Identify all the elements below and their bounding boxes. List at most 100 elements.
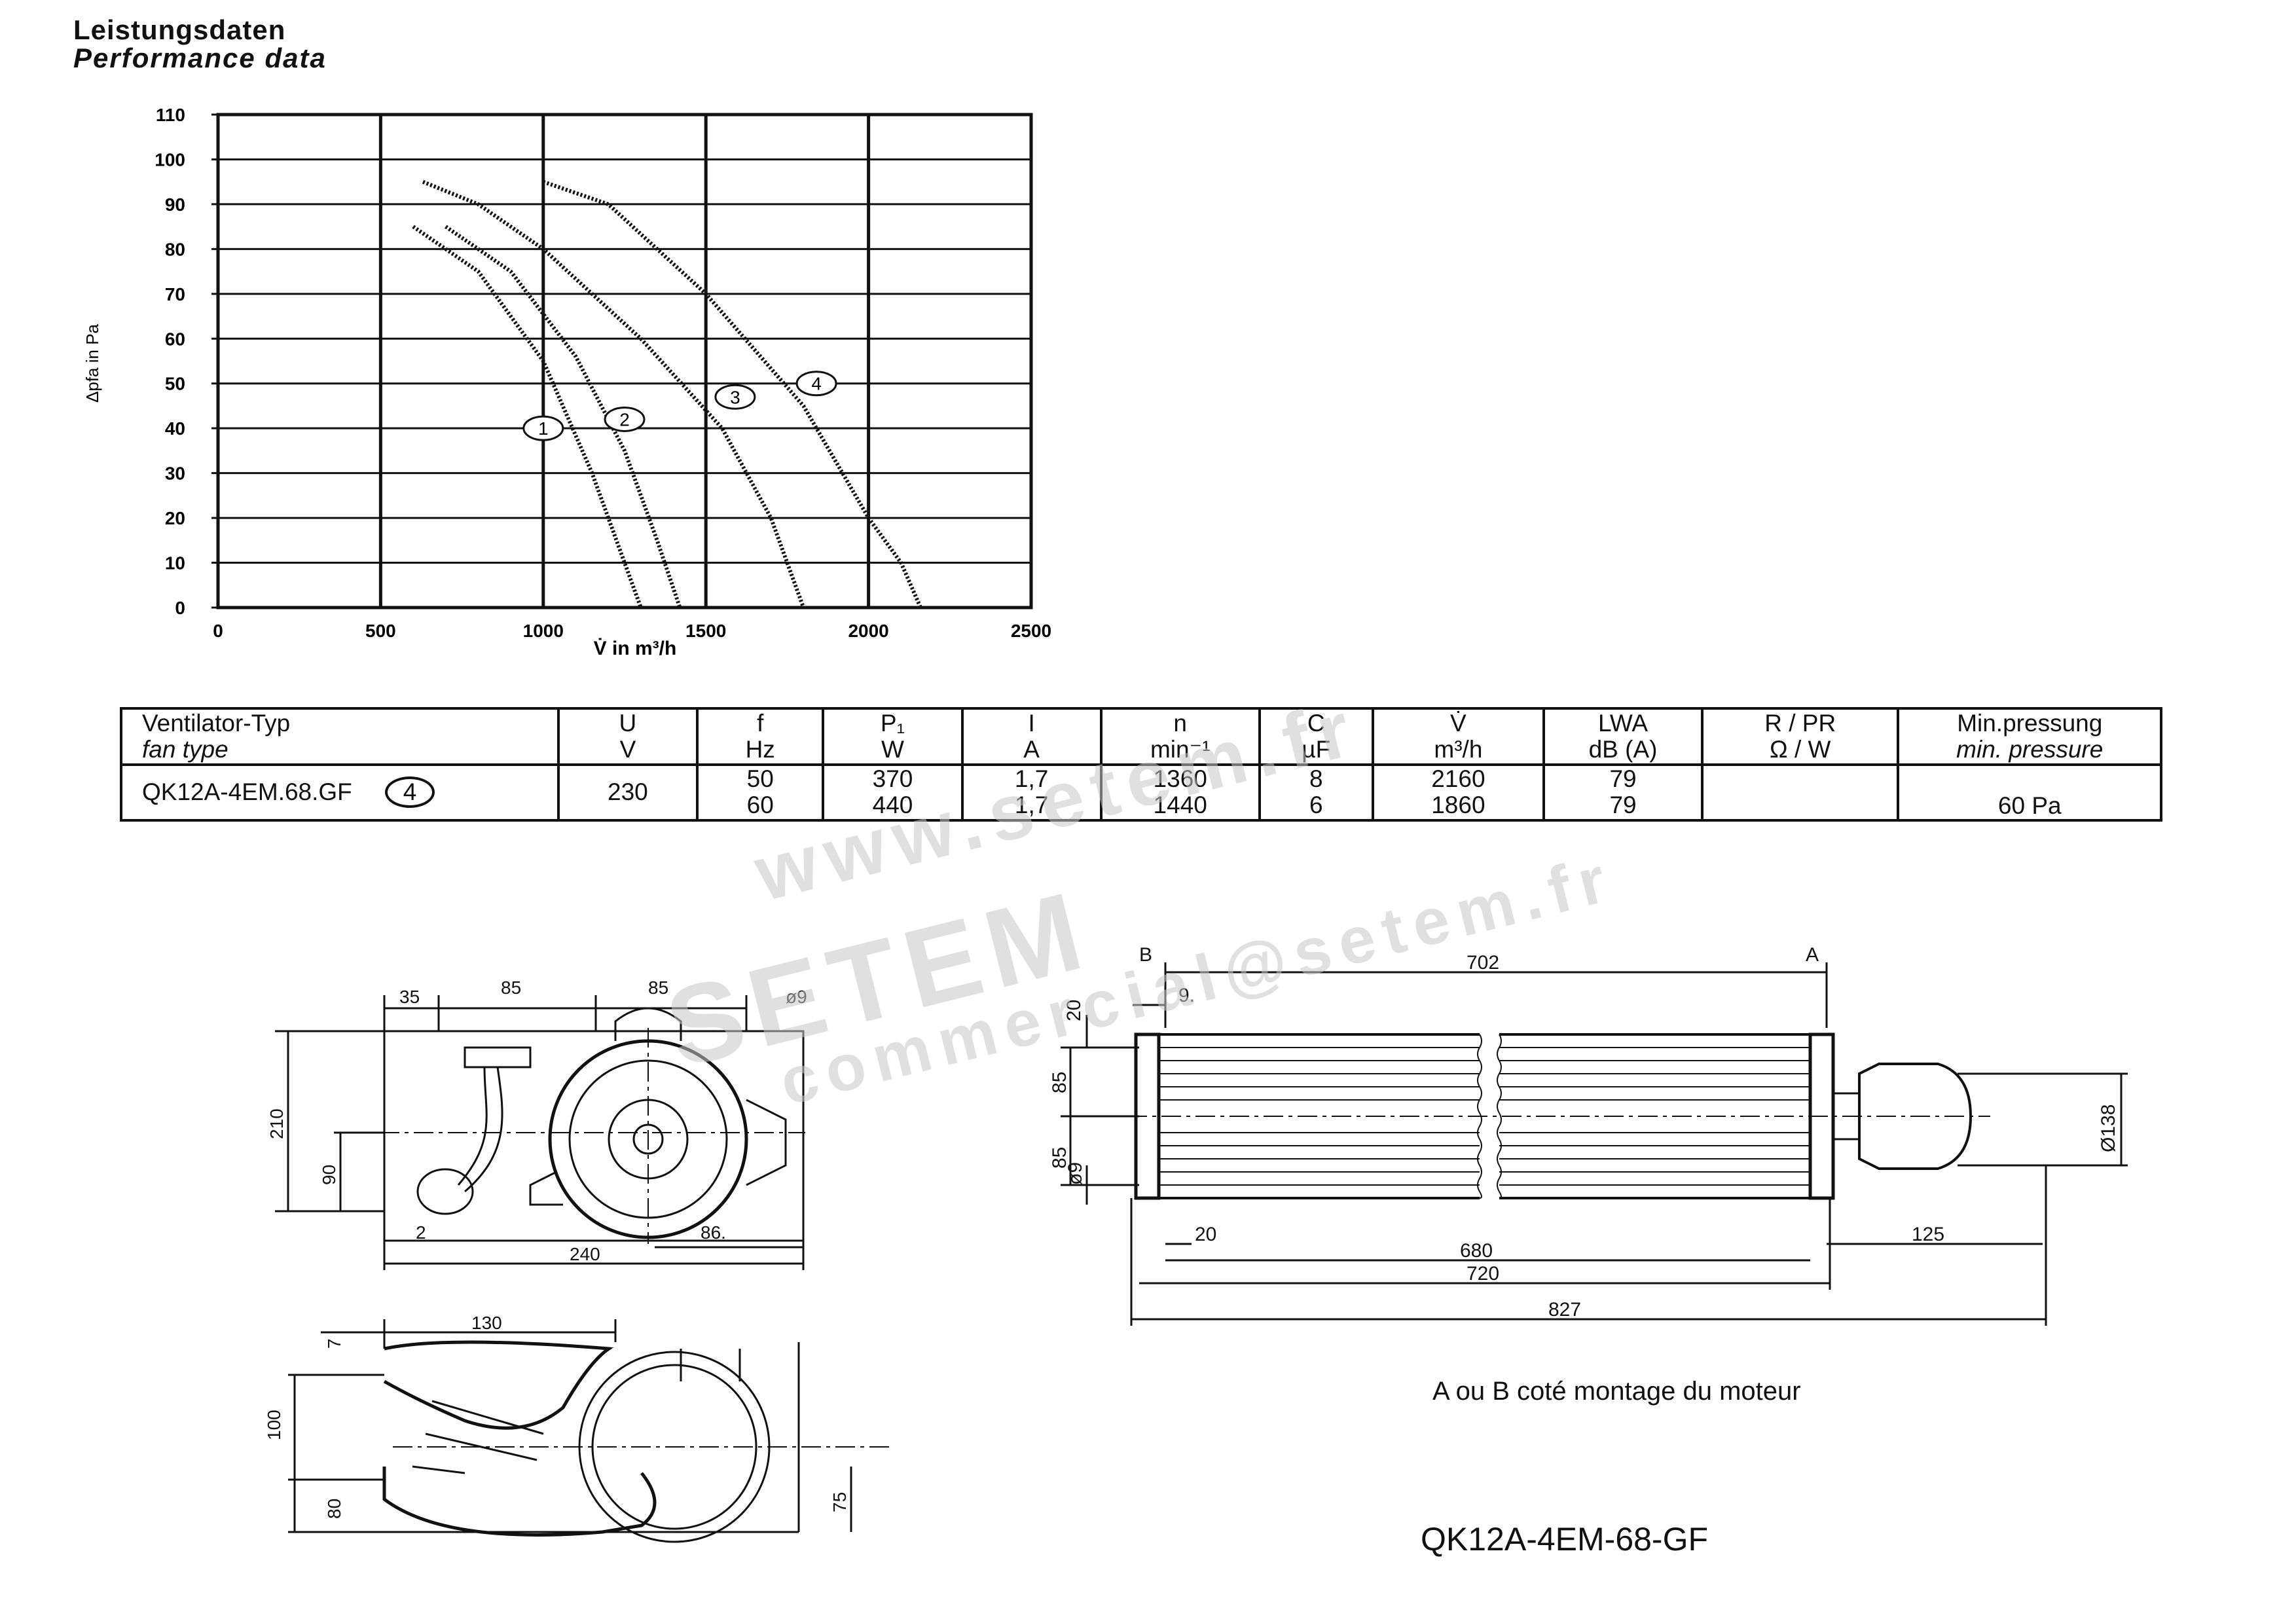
housing-bottom: [382, 1467, 657, 1537]
y-tick-label: 110: [156, 105, 185, 125]
dim-9: 9.: [1178, 985, 1195, 1006]
dim-dia138: Ø138: [2098, 1104, 2119, 1152]
x-tick-label: 2000: [848, 621, 888, 641]
rotor-inner: [591, 1364, 757, 1530]
dim-85b: 85: [648, 977, 668, 998]
series-line-3: [422, 179, 806, 609]
curve-4-marker: 4: [385, 776, 435, 809]
dim-720: 720: [1467, 1263, 1499, 1285]
dim-130: 130: [471, 1313, 502, 1333]
motor-mount-side: [746, 1099, 787, 1186]
series-line-4: [542, 179, 922, 609]
series-label-1: 1: [538, 418, 549, 439]
model-label: QK12A-4EM-68-GF: [1421, 1521, 1709, 1558]
series-marker-4: [795, 371, 837, 397]
x-tick-label: 2500: [1011, 621, 1051, 641]
cell-rp: [1700, 763, 1900, 822]
front-frame: [383, 1030, 805, 1242]
y-tick-label: 90: [165, 194, 185, 215]
dim-20: 20: [1063, 1000, 1085, 1021]
series-label-3: 3: [730, 387, 740, 407]
terminal-block: [464, 1046, 532, 1068]
title-de: Leistungsdaten: [73, 14, 286, 45]
dim-85a: 85: [1049, 1072, 1070, 1093]
x-tick-label: 0: [213, 621, 223, 641]
dim-35: 35: [399, 987, 420, 1007]
x-tick-label: 500: [365, 621, 396, 641]
dim-7: 7: [324, 1338, 344, 1349]
dim-125: 125: [1912, 1224, 1944, 1245]
dim-240: 240: [570, 1244, 600, 1264]
dim-90: 90: [319, 1165, 339, 1185]
chart-grid: [211, 113, 1033, 610]
housing-top: [383, 1340, 614, 1430]
dim-75: 75: [829, 1492, 850, 1512]
dim-80: 80: [324, 1499, 344, 1519]
dim-210: 210: [266, 1108, 287, 1139]
long-view-drawing: B A 702 9. 20 85 85 ø9 Ø138 20 125 680 7…: [1049, 944, 2128, 1326]
y-tick-label: 100: [155, 149, 185, 170]
dim-20b: 20: [1195, 1224, 1216, 1245]
y-tick-label: 10: [165, 553, 185, 574]
dim-86: 86.: [701, 1222, 726, 1243]
cell-model: QK12A-4EM.68.GF 4: [120, 763, 560, 822]
y-tick-label: 50: [165, 374, 185, 394]
front-view-drawing: 35 85 85 ø9 210 90 2 86. 240: [266, 977, 807, 1270]
cell-voltage: 230: [556, 763, 699, 822]
chart-x-label: V̇ in m³/h: [594, 638, 677, 659]
side-view-drawing: 7 130 100 80 75: [264, 1313, 890, 1543]
y-tick-label: 40: [165, 418, 185, 439]
label-a: A: [1806, 944, 1819, 966]
dim-827: 827: [1548, 1299, 1581, 1321]
title-en: Performance data: [73, 43, 327, 73]
dim-100: 100: [264, 1410, 284, 1440]
label-b: B: [1139, 944, 1152, 966]
cable-1: [457, 1067, 488, 1186]
rotor-mid: [568, 1059, 728, 1219]
dim-85b: 85: [1049, 1147, 1070, 1169]
capacitor: [416, 1168, 474, 1215]
cell-min-pressure: 60 Pa: [1897, 763, 2162, 822]
y-tick-label: 70: [165, 284, 185, 304]
y-tick-label: 60: [165, 329, 185, 349]
y-tick-label: 80: [165, 239, 185, 259]
series-marker-1: [522, 415, 564, 441]
chart-y-label: Δpfa in Pa: [82, 323, 102, 403]
y-tick-label: 20: [165, 508, 185, 528]
dim-2: 2: [416, 1222, 426, 1243]
motor-mount-left: [529, 1171, 563, 1206]
dim-85a: 85: [501, 977, 521, 998]
plot-frame: [216, 113, 1033, 610]
dim-dia9: ø9: [1065, 1162, 1086, 1185]
series-label-4: 4: [811, 374, 822, 394]
cable-2: [464, 1067, 503, 1193]
dim-702: 702: [1467, 952, 1499, 974]
x-tick-label: 1500: [685, 621, 726, 641]
hdr-v: V̇m³/h: [1371, 707, 1546, 766]
series-marker-2: [604, 406, 646, 432]
mounting-caption: A ou B coté montage du moteur: [1432, 1377, 1801, 1406]
dim-680: 680: [1460, 1240, 1493, 1262]
